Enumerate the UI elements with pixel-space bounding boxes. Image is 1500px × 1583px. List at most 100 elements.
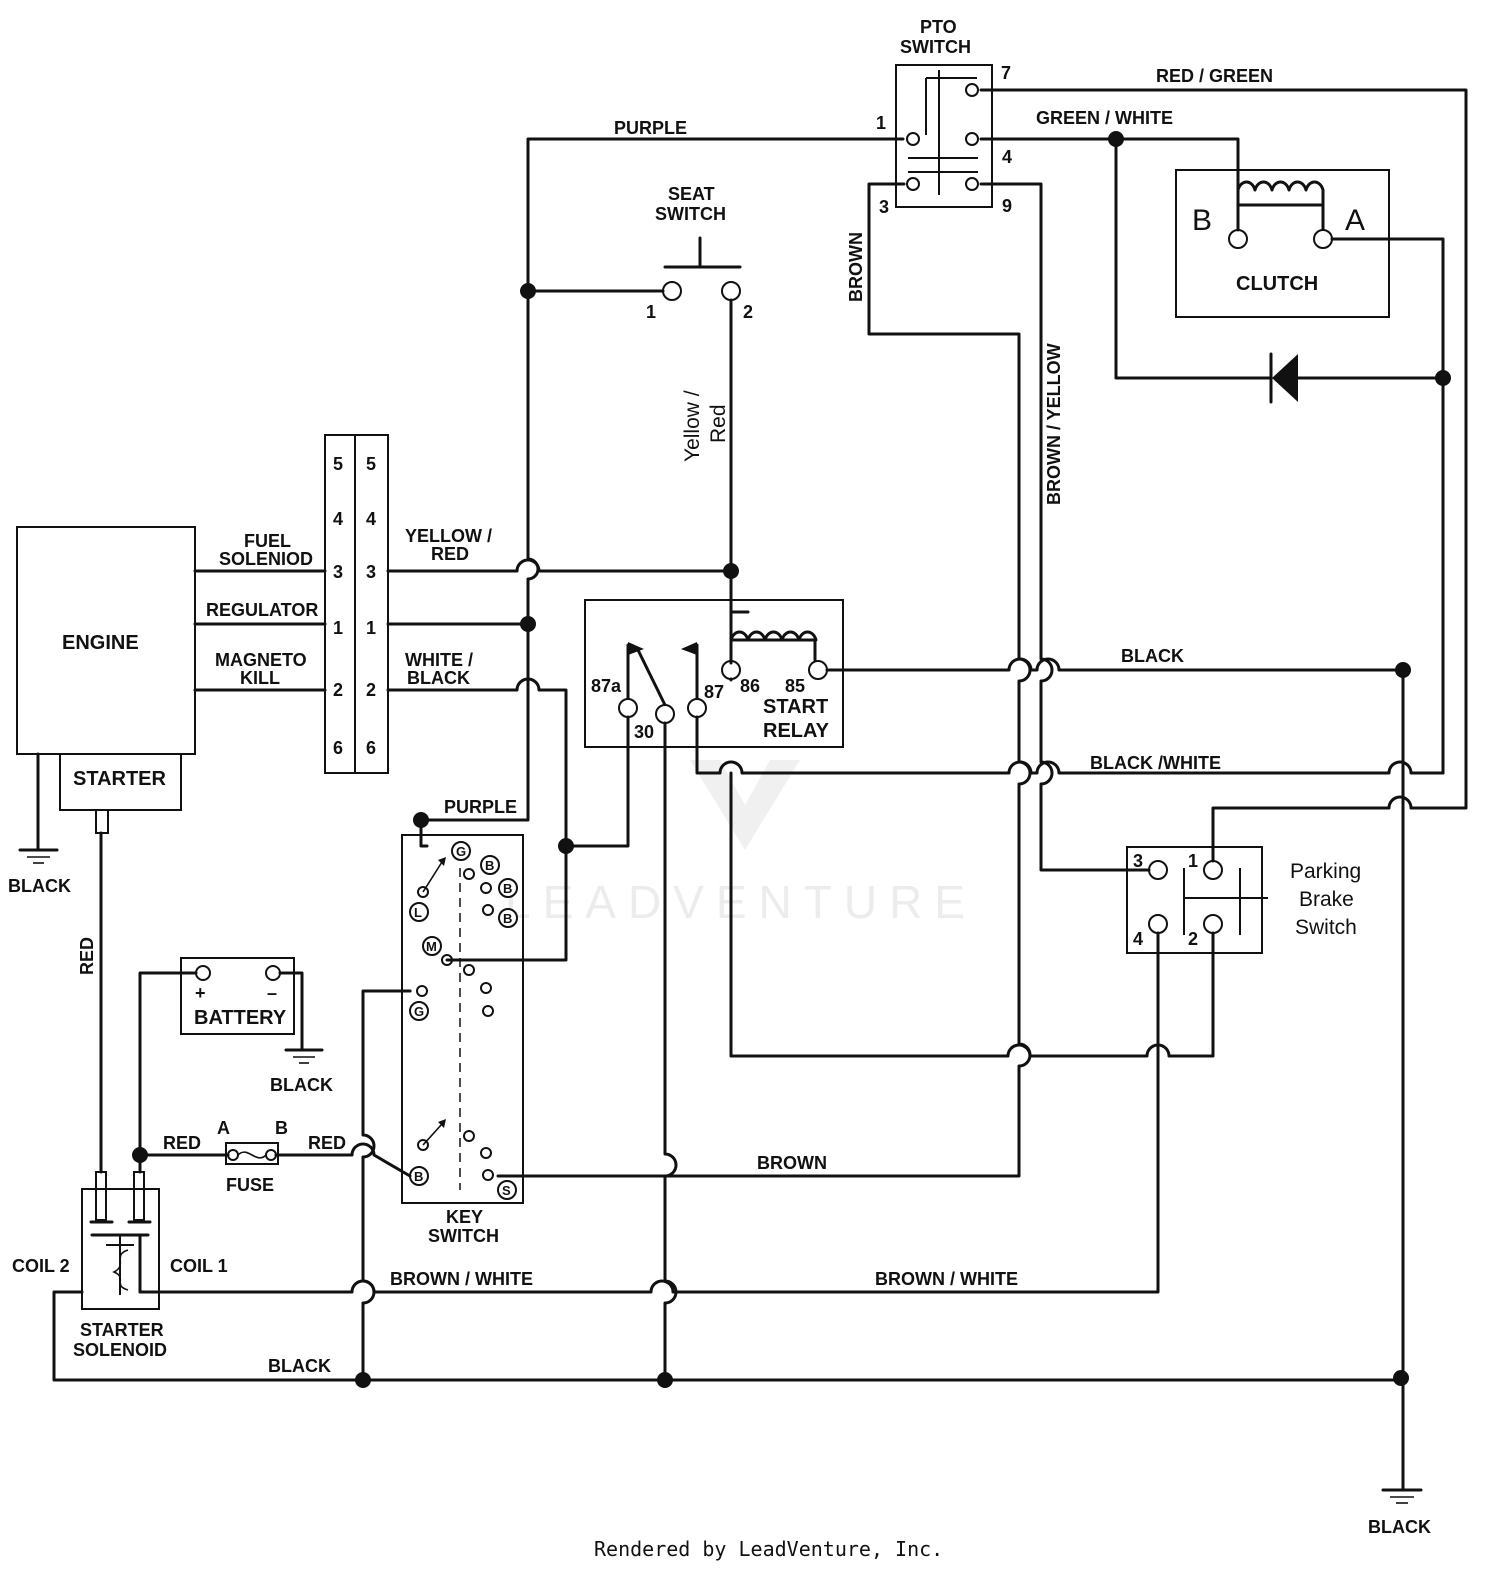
starter-solenoid-internals [89,1171,152,1295]
pto-pin-4: 4 [1002,147,1012,167]
wire-white-black-relay [564,715,630,848]
wire-red-starter-label: RED [77,937,97,975]
wire-battery-pos [138,971,198,1174]
pto-terminal-9 [965,177,979,191]
starter-terminal [95,809,109,834]
engine-ground-label: BLACK [8,876,71,896]
parking-brake-label3: Switch [1295,916,1357,939]
relay-pin-87a: 87a [591,676,622,696]
fuel-solenoid-label2: SOLENIOD [219,549,313,569]
relay-coil-icon [729,610,818,665]
start-relay-label1: START [763,696,828,718]
pto-pin-7: 7 [1001,63,1011,83]
watermark-text: LEADVENTURE [505,876,977,928]
seat-pin-1: 1 [646,302,656,322]
wire-yellow-red-h-label1: YELLOW / [405,526,492,546]
wire-black-white-label: BLACK /WHITE [1090,753,1221,773]
pto-switch-box [895,64,993,208]
wire-green-white [979,137,1240,232]
parking-brake-contacts [1183,868,1268,935]
wire-relay-30 [663,721,678,1382]
seat-terminal-1 [662,281,682,301]
key-switch-label1: KEY [446,1207,483,1227]
svg-text:6: 6 [333,738,343,758]
key-switch-terminals: G B B B L M G B S [409,841,518,1200]
relay-pin-87: 87 [704,682,724,702]
engine-ground-icon [18,848,59,864]
battery-label: BATTERY [194,1007,287,1029]
wire-white-black-label2: BLACK [407,668,470,688]
svg-text:L: L [414,905,422,920]
clutch-box [1175,169,1390,318]
svg-text:4: 4 [333,509,343,529]
seat-pin-2: 2 [743,302,753,322]
fuse-pin-a: A [217,1118,230,1138]
starter-solenoid-label2: SOLENOID [73,1340,167,1360]
battery-box [180,957,295,1035]
fuse-element-icon [237,1151,267,1159]
footer-credit: Rendered by LeadVenture, Inc. [594,1537,943,1561]
relay-contacts [626,642,699,707]
pto-pin-1: 1 [876,113,886,133]
wire-clutch-a [1330,237,1445,775]
parking-pin-3: 3 [1133,851,1143,871]
parking-terminal-4 [1148,914,1168,934]
starter-box [59,753,182,811]
starter-label: STARTER [73,768,167,790]
wire-red-green-label: RED / GREEN [1156,66,1273,86]
relay-terminal-30 [655,704,675,724]
parking-terminal-3 [1148,860,1168,880]
wire-brown-yellow-label: BROWN / YELLOW [1044,343,1064,505]
svg-text:S: S [502,1183,511,1198]
battery-ground-icon [284,1048,324,1064]
wire-red-fuse-label: RED [163,1133,201,1153]
pto-pin-9: 9 [1002,196,1012,216]
battery-minus: – [267,983,277,1003]
wire-brown-yellow [979,182,1151,872]
starter-solenoid-box [81,1188,160,1310]
battery-terminal-pos [195,965,211,981]
svg-text:4: 4 [366,509,376,529]
clutch-terminal-a [1313,229,1333,249]
wire-red-key [274,1142,412,1178]
parking-pin-4: 4 [1133,929,1143,949]
relay-terminal-85 [808,660,828,680]
relay-pin-30: 30 [634,722,654,742]
key-switch-label2: SWITCH [428,1226,499,1246]
clutch-label: CLUTCH [1236,273,1318,295]
battery-ground-label: BLACK [270,1075,333,1095]
pto-pin-3: 3 [879,197,889,217]
diode-icon [1269,352,1298,404]
main-ground-label: BLACK [1368,1517,1431,1537]
svg-text:2: 2 [333,680,343,700]
wire-black-relay-label: BLACK [1121,646,1184,666]
svg-text:5: 5 [366,454,376,474]
wire-green-white-label: GREEN / WHITE [1036,108,1173,128]
start-relay-box [584,599,844,748]
relay-pin-86: 86 [740,676,760,696]
wire-brown [496,182,1032,1178]
parking-terminal-1 [1203,860,1223,880]
svg-text:B: B [485,858,494,873]
seat-switch-label1: SEAT [668,184,715,204]
wire-black-bottom [52,1290,1403,1382]
svg-text:5: 5 [333,454,343,474]
pto-switch-label1: PTO [920,17,957,37]
parking-terminal-2 [1203,914,1223,934]
wire-brown-white-label1: BROWN / WHITE [390,1269,533,1289]
wire-white-black-label1: WHITE / [405,650,473,670]
parking-brake-label1: Parking [1290,860,1361,883]
svg-text:1: 1 [333,618,343,638]
svg-text:G: G [414,1004,424,1019]
wire-yellow-red-h-label2: RED [431,544,469,564]
wire-yellow-red-v-label2: Red [707,404,730,443]
wire-purple2-label: PURPLE [444,797,517,817]
start-relay-label2: RELAY [763,720,830,742]
pto-terminal-3 [906,177,920,191]
seat-terminal-2 [721,281,741,301]
wire-green-white-diode [1114,137,1273,380]
parking-pin-2: 2 [1188,929,1198,949]
wire-yellow-red-v-label1: Yellow / [681,390,704,462]
wire-purple-key [419,818,429,848]
